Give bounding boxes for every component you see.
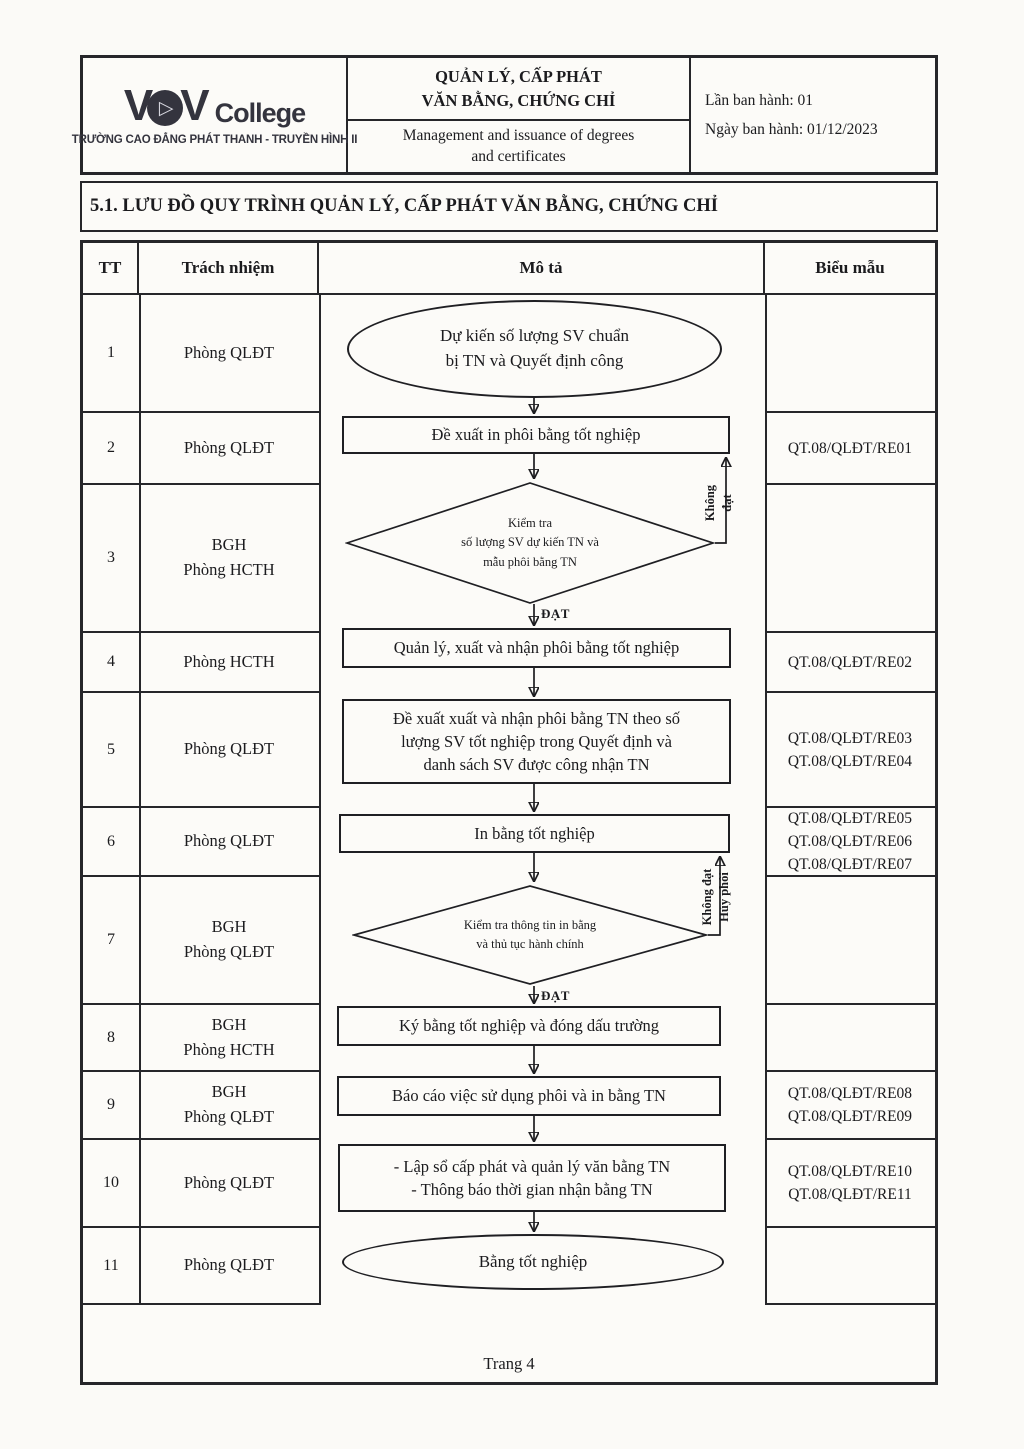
column-header-responsibility: Trách nhiệm bbox=[139, 243, 319, 293]
row-number: 4 bbox=[83, 633, 139, 693]
responsibility-cell: Phòng QLĐT bbox=[139, 413, 319, 485]
form-cell bbox=[765, 1228, 935, 1305]
form-cell bbox=[765, 877, 935, 1005]
responsibility-cell: Phòng QLĐT bbox=[139, 1228, 319, 1305]
column-header-tt: TT bbox=[83, 243, 139, 293]
section-title: 5.1. LƯU ĐỒ QUY TRÌNH QUẢN LÝ, CẤP PHÁT … bbox=[80, 181, 938, 232]
form-cell: QT.08/QLĐT/RE03 QT.08/QLĐT/RE04 bbox=[765, 693, 935, 808]
responsibility-cell: BGH Phòng HCTH bbox=[139, 1005, 319, 1072]
responsibility-cell: Phòng HCTH bbox=[139, 633, 319, 693]
responsibility-cell: Phòng QLĐT bbox=[139, 808, 319, 877]
form-cell: QT.08/QLĐT/RE10 QT.08/QLĐT/RE11 bbox=[765, 1140, 935, 1228]
responsibility-cell: BGH Phòng HCTH bbox=[139, 485, 319, 633]
responsibility-cell: BGH Phòng QLĐT bbox=[139, 1072, 319, 1140]
column-responsibility: Phòng QLĐT Phòng QLĐT BGH Phòng HCTH Phò… bbox=[139, 295, 319, 1305]
column-header-description: Mô tả bbox=[319, 243, 765, 293]
column-header-form: Biểu mẫu bbox=[815, 258, 885, 277]
row-number: 8 bbox=[83, 1005, 139, 1072]
row-number: 2 bbox=[83, 413, 139, 485]
form-cell: QT.08/QLĐT/RE05 QT.08/QLĐT/RE06 QT.08/QL… bbox=[765, 808, 935, 877]
table-header-row: TT Trách nhiệm Mô tả Biểu mẫu bbox=[83, 243, 935, 295]
form-cell: QT.08/QLĐT/RE02 bbox=[765, 633, 935, 693]
responsibility-cell: Phòng QLĐT bbox=[139, 1140, 319, 1228]
form-cell bbox=[765, 1005, 935, 1072]
issue-info-cell: Lần ban hành: 01 Ngày ban hành: 01/12/20… bbox=[691, 58, 935, 172]
document-title-vi: QUẢN LÝ, CẤP PHÁT VĂN BẰNG, CHỨNG CHỈ bbox=[348, 58, 689, 121]
play-icon: ▷ bbox=[147, 90, 184, 126]
logo-wordmark: V ▷ V College bbox=[124, 81, 307, 130]
logo-college-text: College bbox=[214, 97, 307, 128]
logo-tagline: TRƯỜNG CAO ĐẲNG PHÁT THANH - TRUYỀN HÌNH… bbox=[71, 134, 358, 146]
row-number: 5 bbox=[83, 693, 139, 808]
document-header: V ▷ V College TRƯỜNG CAO ĐẲNG PHÁT THANH… bbox=[72, 55, 938, 175]
row-number: 6 bbox=[83, 808, 139, 877]
column-form: QT.08/QLĐT/RE01 QT.08/QLĐT/RE02 QT.08/QL… bbox=[765, 295, 935, 1305]
form-cell: QT.08/QLĐT/RE01 bbox=[765, 413, 935, 485]
row-number: 7 bbox=[83, 877, 139, 1005]
responsibility-cell: BGH Phòng QLĐT bbox=[139, 877, 319, 1005]
form-cell bbox=[765, 485, 935, 633]
header-title-cell: QUẢN LÝ, CẤP PHÁT VĂN BẰNG, CHỨNG CHỈ Ma… bbox=[348, 58, 691, 172]
responsibility-cell: Phòng QLĐT bbox=[139, 693, 319, 808]
column-divider bbox=[319, 295, 321, 1305]
page-footer: Trang 4 bbox=[83, 1305, 935, 1382]
row-number: 11 bbox=[83, 1228, 139, 1305]
logo: V ▷ V College TRƯỜNG CAO ĐẲNG PHÁT THANH… bbox=[72, 58, 357, 172]
logo-letter-v: V bbox=[180, 81, 209, 130]
column-divider bbox=[765, 295, 767, 1305]
page-number: Trang 4 bbox=[483, 1354, 535, 1373]
issue-number: Lần ban hành: 01 bbox=[705, 91, 814, 109]
form-cell bbox=[765, 295, 935, 413]
column-tt: 1 2 3 4 5 6 7 8 9 10 11 bbox=[83, 295, 139, 1305]
table-body: 1 2 3 4 5 6 7 8 9 10 11 Phòng QLĐT Phòng… bbox=[83, 295, 935, 1305]
column-divider bbox=[139, 295, 141, 1305]
document-title-en: Management and issuance of degrees and c… bbox=[402, 126, 635, 165]
procedure-table: TT Trách nhiệm Mô tả Biểu mẫu 1 2 3 4 5 … bbox=[80, 240, 938, 1385]
form-cell: QT.08/QLĐT/RE08 QT.08/QLĐT/RE09 bbox=[765, 1072, 935, 1140]
row-number: 10 bbox=[83, 1140, 139, 1228]
responsibility-cell: Phòng QLĐT bbox=[139, 295, 319, 413]
row-number: 3 bbox=[83, 485, 139, 633]
row-number: 9 bbox=[83, 1072, 139, 1140]
row-number: 1 bbox=[83, 295, 139, 413]
issue-date: Ngày ban hành: 01/12/2023 bbox=[705, 121, 878, 138]
